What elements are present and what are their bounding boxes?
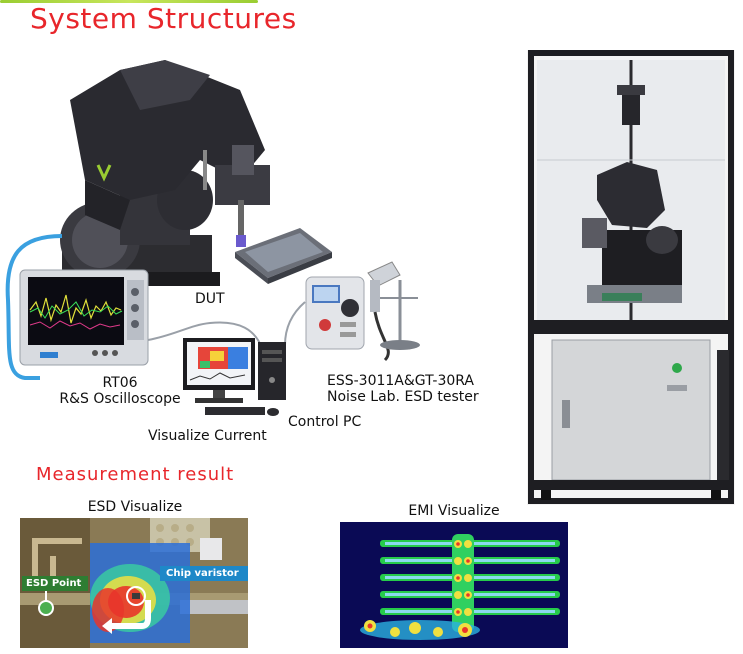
measurement-heading: Measurement result bbox=[36, 464, 235, 485]
label-oscilloscope-name: R&S Oscilloscope bbox=[59, 391, 181, 407]
esd-visualize-title: ESD Visualize bbox=[87, 499, 183, 515]
heading-underline bbox=[0, 0, 258, 3]
esd-point-label: ESD Point bbox=[26, 578, 82, 589]
monitor bbox=[183, 338, 279, 416]
emi-visualize-title: EMI Visualize bbox=[408, 503, 500, 519]
esd-tester bbox=[305, 261, 420, 362]
label-esd-tester-model: ESS-3011A&GT-30RA bbox=[327, 373, 475, 389]
blue-cable bbox=[5, 234, 63, 380]
emi-visualize-image bbox=[340, 522, 568, 648]
chip-varistor-label: Chip varistor bbox=[166, 568, 239, 579]
system-enclosure-photo bbox=[527, 50, 735, 505]
pc-tower bbox=[258, 342, 286, 400]
label-esd-tester-name: Noise Lab. ESD tester bbox=[327, 389, 479, 405]
system-diagram bbox=[5, 60, 420, 416]
esd-visualize-image: ESD Point Chip varistor bbox=[20, 518, 248, 648]
oscilloscope bbox=[19, 269, 149, 366]
label-oscilloscope-model: RT06 bbox=[102, 375, 138, 391]
label-visualize-current: Visualize Current bbox=[148, 428, 267, 444]
label-control-pc: Control PC bbox=[288, 414, 362, 430]
label-dut: DUT bbox=[195, 291, 225, 307]
page-title: System Structures bbox=[30, 2, 297, 35]
